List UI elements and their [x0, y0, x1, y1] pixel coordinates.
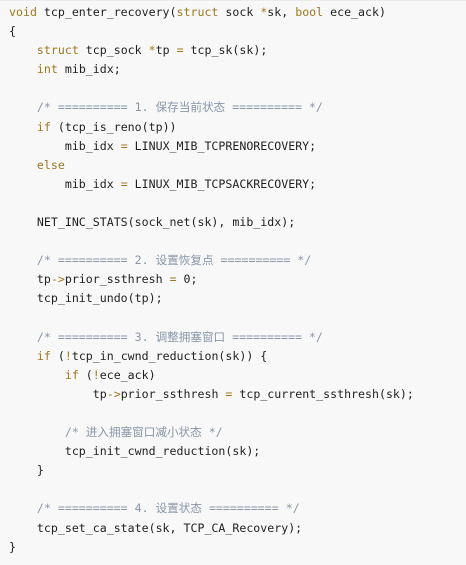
code-line: if (!ece_ack) — [9, 366, 466, 385]
code-line: } — [9, 538, 466, 557]
code-token: tcp_enter_recovery( — [36, 5, 177, 19]
operator-token: * — [260, 5, 268, 19]
code-line: if (tcp_is_reno(tp)) — [9, 118, 466, 137]
comment-token: /* ========== 1. 保存当前状态 ========== */ — [36, 100, 323, 115]
code-line — [9, 232, 466, 251]
code-line: mib_idx = LINUX_MIB_TCPRENORECOVERY; — [9, 137, 466, 156]
code-token: tcp_sk(sk); — [183, 43, 268, 58]
code-token: sock — [218, 5, 261, 19]
code-token: 0; — [176, 272, 198, 287]
keyword-token: int — [36, 62, 58, 77]
operator-token: = — [225, 386, 233, 401]
code-token: } — [9, 463, 44, 478]
code-line: } — [9, 461, 466, 480]
code-line — [9, 404, 466, 423]
code-token — [9, 62, 37, 76]
code-line — [9, 79, 466, 98]
code-token: sk, — [267, 5, 296, 19]
code-token: ( — [50, 348, 65, 363]
keyword-token: if — [36, 348, 51, 363]
keyword-token: else — [36, 157, 65, 172]
code-line: tcp_set_ca_state(sk, TCP_CA_Recovery); — [9, 519, 466, 538]
operator-token: = — [176, 43, 184, 58]
code-token: tcp_current_ssthresh(sk); — [232, 386, 414, 401]
code-token: tcp_init_undo(tp); — [9, 291, 163, 306]
code-line — [9, 480, 466, 499]
code-token — [9, 120, 37, 134]
code-token: mib_idx — [9, 138, 121, 153]
code-line: tp->prior_ssthresh = 0; — [9, 270, 466, 289]
code-token: tp — [9, 386, 107, 401]
keyword-token: if — [36, 119, 51, 134]
code-token: ece_ack) — [323, 5, 386, 19]
comment-token: /* 进入拥塞窗口减小状态 */ — [64, 425, 223, 440]
code-line: /* 进入拥塞窗口减小状态 */ — [9, 423, 466, 442]
code-token: ( — [78, 367, 93, 382]
code-token: (tcp_is_reno(tp)) — [50, 119, 177, 134]
code-line — [9, 194, 466, 213]
operator-token: * — [148, 43, 156, 58]
code-line: else — [9, 156, 466, 175]
code-line: /* ========== 1. 保存当前状态 ========== */ — [9, 98, 466, 117]
keyword-token: struct — [36, 43, 79, 58]
code-token: } — [9, 539, 16, 554]
operator-token: = — [169, 272, 177, 287]
comment-token: /* ========== 2. 设置恢复点 ========== */ — [36, 253, 312, 268]
code-token — [9, 253, 37, 267]
code-token: mib_idx — [9, 176, 121, 191]
code-line: mib_idx = LINUX_MIB_TCPSACKRECOVERY; — [9, 175, 466, 194]
code-token: tcp_sock — [78, 43, 149, 58]
code-line: /* ========== 3. 调整拥塞窗口 ========== */ — [9, 328, 466, 347]
code-token: prior_ssthresh — [120, 386, 226, 401]
code-token: mib_idx; — [57, 62, 121, 77]
code-token: LINUX_MIB_TCPSACKRECOVERY; — [127, 176, 317, 191]
code-token — [9, 349, 37, 363]
code-line: if (!tcp_in_cwnd_reduction(sk)) { — [9, 347, 466, 366]
code-token — [9, 501, 37, 515]
code-line: { — [9, 22, 466, 41]
code-token: tp — [155, 43, 177, 58]
operator-token: -> — [50, 272, 65, 287]
code-token: { — [9, 24, 16, 39]
code-token — [9, 368, 65, 382]
operator-token: ! — [92, 367, 100, 382]
code-line: NET_INC_STATS(sock_net(sk), mib_idx); — [9, 213, 466, 232]
code-line: int mib_idx; — [9, 60, 466, 79]
code-token — [9, 43, 37, 57]
keyword-token: void — [9, 5, 37, 19]
code-token: tcp_init_cwnd_reduction(sk); — [9, 444, 261, 459]
operator-token: = — [120, 176, 128, 191]
code-line: struct tcp_sock *tp = tcp_sk(sk); — [9, 41, 466, 60]
code-line: /* ========== 2. 设置恢复点 ========== */ — [9, 251, 466, 270]
code-token — [9, 100, 37, 114]
operator-token: = — [120, 138, 128, 153]
code-token: LINUX_MIB_TCPRENORECOVERY; — [127, 138, 317, 153]
code-token: tp — [9, 272, 51, 287]
code-line: /* ========== 4. 设置状态 ========== */ — [9, 499, 466, 518]
code-line: void tcp_enter_recovery(struct sock *sk,… — [9, 3, 466, 22]
code-line — [9, 309, 466, 328]
code-token — [9, 158, 37, 172]
code-token: ece_ack) — [99, 367, 156, 382]
operator-token: -> — [106, 386, 121, 401]
code-token: prior_ssthresh — [64, 272, 170, 287]
operator-token: ! — [64, 348, 72, 363]
code-line: tcp_init_cwnd_reduction(sk); — [9, 442, 466, 461]
code-token: NET_INC_STATS(sock_net(sk), mib_idx); — [9, 215, 296, 230]
keyword-token: struct — [176, 5, 219, 19]
code-line: tp->prior_ssthresh = tcp_current_ssthres… — [9, 385, 466, 404]
code-token: tcp_set_ca_state(sk, TCP_CA_Recovery); — [9, 520, 303, 535]
code-token — [9, 330, 37, 344]
keyword-token: if — [64, 367, 79, 382]
code-token: tcp_in_cwnd_reduction(sk)) { — [71, 348, 268, 363]
code-line: tcp_init_undo(tp); — [9, 289, 466, 308]
keyword-token: bool — [295, 5, 324, 19]
code-token — [9, 425, 65, 439]
comment-token: /* ========== 4. 设置状态 ========== */ — [36, 501, 300, 516]
comment-token: /* ========== 3. 调整拥塞窗口 ========== */ — [36, 329, 323, 344]
